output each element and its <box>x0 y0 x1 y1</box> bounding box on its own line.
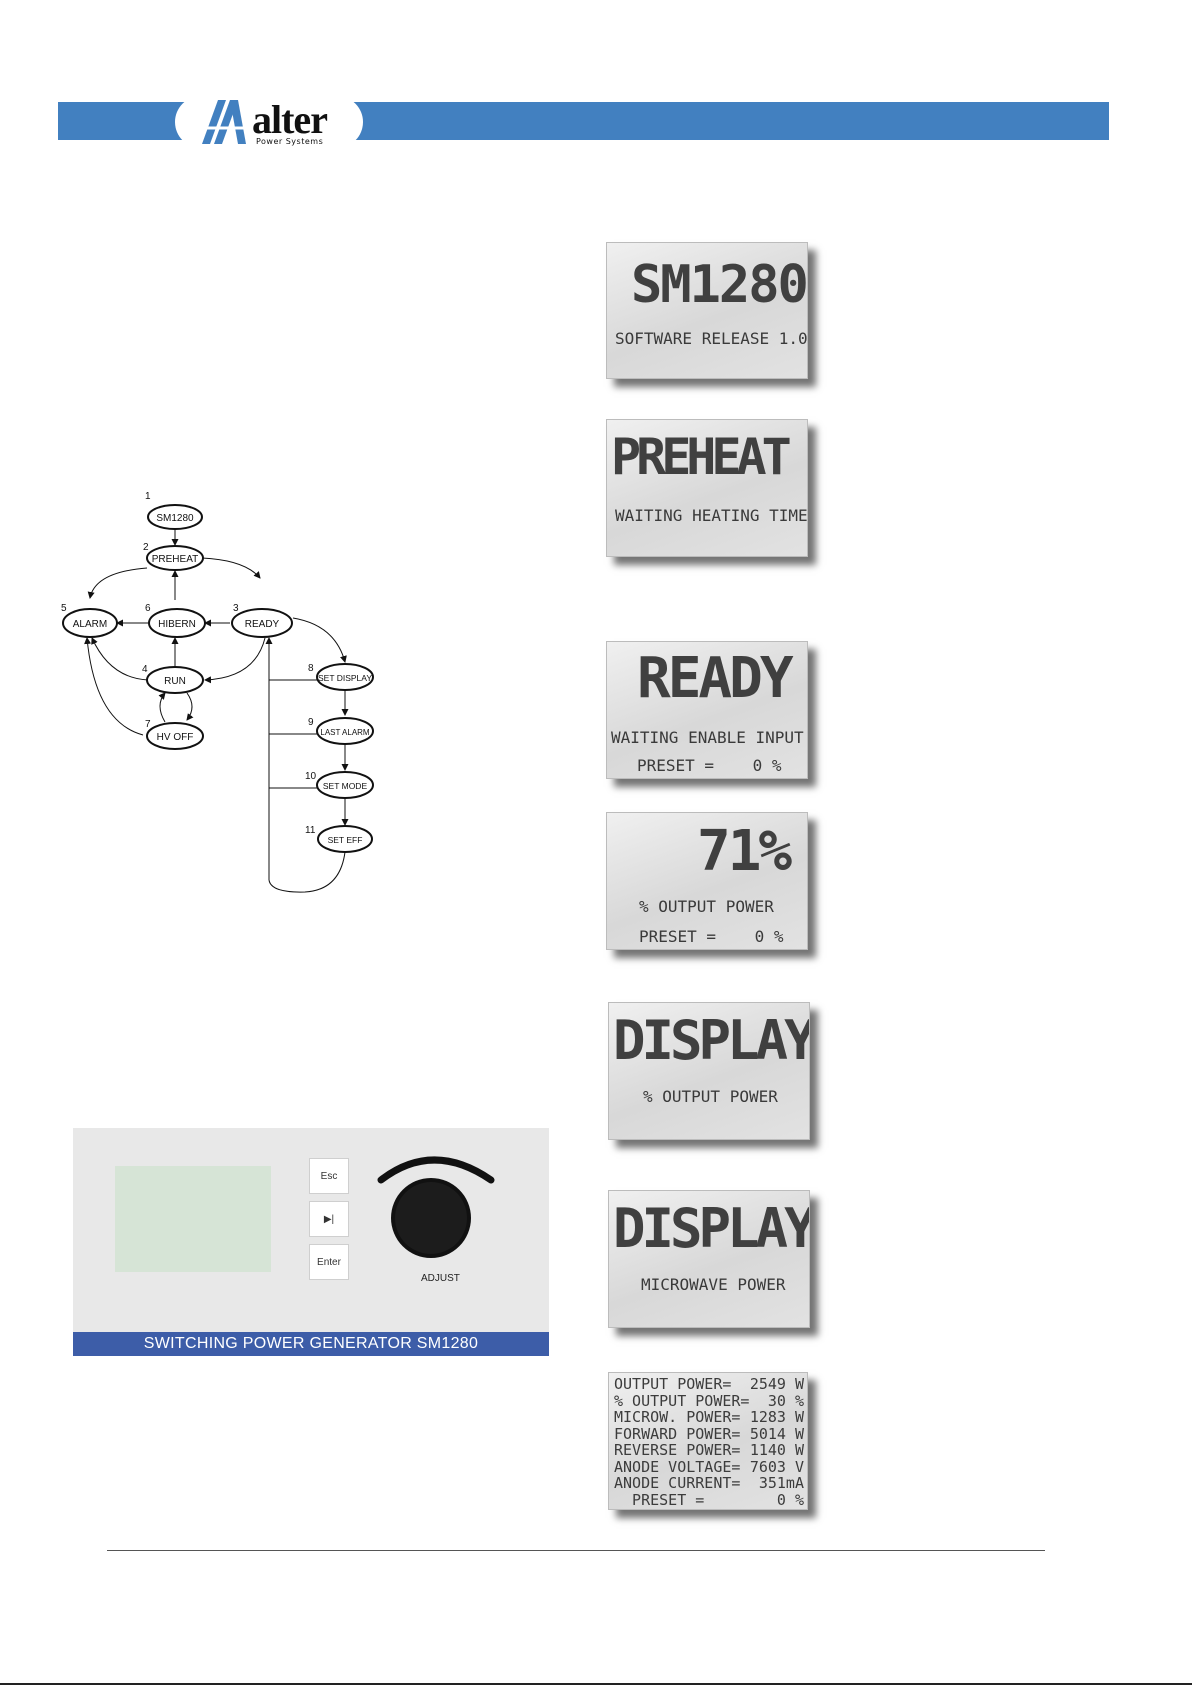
lcd-big-text: PREHEAT <box>611 428 792 486</box>
measurement-label: OUTPUT POWER= <box>614 1375 732 1393</box>
state-number: 3 <box>233 603 239 614</box>
measurement-row: % OUTPUT POWER= 30 % <box>609 1391 807 1410</box>
measurement-label: PRESET = <box>614 1490 705 1509</box>
state-number: 8 <box>308 663 314 674</box>
lcd-screen-measurements: OUTPUT POWER=2549 W % OUTPUT POWER=30 % … <box>608 1372 808 1510</box>
measurement-value: 5014 W <box>749 1424 804 1443</box>
page-bottom-edge <box>0 1683 1192 1685</box>
state-label: SET MODE <box>323 781 368 791</box>
lcd-big-text: SM1280 <box>631 255 807 315</box>
lcd-preset-line: PRESET = 0 % <box>637 756 782 775</box>
panel-title-bar: SWITCHING POWER GENERATOR SM1280 <box>73 1332 549 1356</box>
panel-display <box>115 1166 271 1272</box>
state-label: SET DISPLAY <box>318 673 372 683</box>
state-label: HV OFF <box>157 732 194 743</box>
enter-button[interactable]: Enter <box>309 1244 349 1280</box>
lcd-line: % OUTPUT POWER <box>639 897 774 916</box>
lcd-screen-preheat: PREHEAT WAITING HEATING TIME <box>606 419 808 557</box>
state-label: ALARM <box>73 619 107 630</box>
lcd-screen-display-microwave: DISPLAY MICROWAVE POWER <box>608 1190 810 1328</box>
state-label: READY <box>245 619 280 630</box>
adjust-label: ADJUST <box>421 1273 460 1284</box>
measurement-row: ANODE CURRENT= 351mA <box>609 1475 807 1492</box>
lcd-line: MICROWAVE POWER <box>641 1275 786 1294</box>
state-number: 7 <box>145 719 151 730</box>
state-label: PREHEAT <box>152 554 199 565</box>
state-label: SET EFF <box>328 835 363 845</box>
lcd-big-text: 71% <box>697 819 792 884</box>
state-number: 6 <box>145 603 151 614</box>
measurement-value: 1140 W <box>749 1441 804 1459</box>
measurement-label: ANODE CURRENT= <box>614 1474 741 1492</box>
next-button[interactable]: ▶| <box>309 1201 349 1237</box>
lcd-big-text: DISPLAY <box>613 1197 810 1260</box>
measurement-label: REVERSE POWER= <box>614 1441 741 1459</box>
lcd-screen-ready: READY WAITING ENABLE INPUT PRESET = 0 % <box>606 641 808 779</box>
measurement-value: 351mA <box>758 1474 804 1492</box>
measurement-value: 0 % <box>776 1490 804 1509</box>
state-number: 1 <box>145 491 151 502</box>
state-label: SM1280 <box>156 513 194 524</box>
measurement-row: FORWARD POWER= 5014 W <box>609 1424 807 1443</box>
lcd-big-text: READY <box>637 646 794 711</box>
alter-logo-mark <box>202 100 246 144</box>
measurement-value: 7603 V <box>749 1457 804 1476</box>
measurement-value: 2549 W <box>749 1375 804 1393</box>
adjust-knob[interactable] <box>373 1148 503 1263</box>
measurement-value: 1283 W <box>749 1408 804 1426</box>
lcd-big-text: DISPLAY <box>613 1009 810 1072</box>
state-number: 10 <box>305 771 317 782</box>
front-panel: Esc ▶| Enter ADJUST SWITCHING POWER GENE… <box>73 1128 549 1356</box>
state-number: 11 <box>305 825 316 836</box>
lcd-screen-output-percent: 71% % OUTPUT POWER PRESET = 0 % <box>606 812 808 950</box>
state-number: 4 <box>142 664 148 675</box>
state-number: 9 <box>308 717 314 728</box>
state-number: 2 <box>143 542 149 553</box>
measurement-row: MICROW. POWER= 1283 W <box>609 1409 807 1426</box>
measurement-row: ANODE VOLTAGE= 7603 V <box>609 1457 807 1476</box>
footer-divider <box>107 1550 1045 1551</box>
state-diagram: SM1280 PREHEAT READY RUN ALARM HIBERN HV… <box>61 491 374 893</box>
state-number: 5 <box>61 603 67 614</box>
brand-name: alter <box>252 97 328 142</box>
state-label: RUN <box>164 676 186 687</box>
lcd-screen-splash: SM1280 SOFTWARE RELEASE 1.0 <box>606 242 808 379</box>
measurement-row: PRESET = 0 % <box>609 1490 807 1509</box>
measurement-label: % OUTPUT POWER= <box>614 1391 750 1410</box>
measurement-value: 30 % <box>767 1391 804 1410</box>
measurement-label: MICROW. POWER= <box>614 1408 741 1426</box>
lcd-line: WAITING ENABLE INPUT <box>611 728 804 747</box>
lcd-line: % OUTPUT POWER <box>643 1087 778 1106</box>
lcd-screen-display-output: DISPLAY % OUTPUT POWER <box>608 1002 810 1140</box>
state-label: LAST ALARM <box>320 728 370 737</box>
esc-button[interactable]: Esc <box>309 1158 349 1194</box>
measurement-label: FORWARD POWER= <box>614 1424 741 1443</box>
measurement-row: REVERSE POWER= 1140 W <box>609 1442 807 1459</box>
state-label: HIBERN <box>158 619 196 630</box>
brand-subtitle: Power Systems <box>256 137 324 146</box>
lcd-line: WAITING HEATING TIME <box>615 506 808 525</box>
measurement-label: ANODE VOLTAGE= <box>614 1457 741 1476</box>
lcd-preset-line: PRESET = 0 % <box>639 927 784 946</box>
measurement-row: OUTPUT POWER= 2549 W <box>609 1376 807 1393</box>
lcd-line: SOFTWARE RELEASE 1.0 <box>615 329 808 348</box>
